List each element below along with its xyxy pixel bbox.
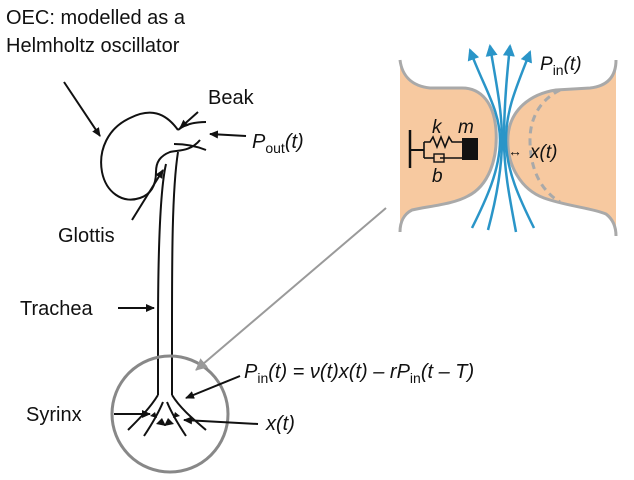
inset-xt-label: x(t) <box>529 142 557 163</box>
trachea-label: Trachea <box>20 298 94 320</box>
displacement-arrow-glyph: ↔ <box>508 143 522 159</box>
inset-pin-p: P <box>540 54 553 75</box>
labium-right-small <box>173 412 180 418</box>
eq-end: (t – T) <box>421 361 474 383</box>
k-label: k <box>432 117 443 138</box>
oec-title-line1: OEC: modelled as a <box>6 7 186 29</box>
spring-k <box>424 134 462 150</box>
flow-line-1 <box>467 48 502 229</box>
bronchus-left-inner <box>143 401 164 437</box>
pout-label: Pout(t) <box>252 131 304 156</box>
beak-outline <box>100 111 201 201</box>
b-label: b <box>432 166 443 187</box>
oec-pointer-arrow <box>63 81 101 137</box>
flow-line-2 <box>485 44 504 231</box>
inset-pin-t: (t) <box>564 54 582 75</box>
labium-right <box>164 418 174 426</box>
inset-pin-sub: in <box>553 62 564 78</box>
pin-equation: Pin(t) = ν(t)x(t) – rPin(t – T) <box>244 361 474 386</box>
xt-pointer-arrow <box>183 416 259 425</box>
pout-p: P <box>252 131 266 153</box>
inset-pin-label: Pin(t) <box>540 54 582 78</box>
trachea-left-wall <box>157 163 167 395</box>
eq-p: P <box>244 361 258 383</box>
eq-sub: in <box>257 370 268 386</box>
beak-pointer-arrow <box>179 111 199 129</box>
pin-pointer-arrow <box>185 375 241 399</box>
glottis-pointer-arrow <box>131 169 164 221</box>
wall-left <box>398 59 498 233</box>
mass-m <box>462 138 478 160</box>
beak-label: Beak <box>208 87 255 109</box>
eq-mid: (t) = ν(t)x(t) – rP <box>268 361 410 383</box>
inset-connector-arrow <box>195 207 387 371</box>
bronchus-right-inner <box>166 401 187 437</box>
bronchus-right <box>171 394 207 431</box>
flow-line-3 <box>502 44 518 233</box>
xt-label: x(t) <box>265 413 295 435</box>
pout-pointer-arrow <box>209 130 247 139</box>
m-label: m <box>458 117 474 138</box>
flow-line-4 <box>504 50 536 229</box>
pout-subscript: out <box>265 140 285 156</box>
inset-panel: k m b ↔ x(t) Pin(t) <box>398 44 618 237</box>
syrinx-circle <box>110 354 230 474</box>
syrinx-label: Syrinx <box>26 404 82 426</box>
labium-left <box>156 418 166 426</box>
bronchus-left <box>127 394 159 431</box>
trachea-right-wall <box>171 151 179 395</box>
glottis-label: Glottis <box>58 225 115 247</box>
wall-right <box>506 59 618 237</box>
eq-sub2: in <box>410 370 421 386</box>
pout-t: (t) <box>285 131 304 153</box>
wall-right-displaced <box>528 88 561 204</box>
labium-left-small <box>150 412 157 418</box>
beak-lower-tip <box>173 143 207 151</box>
oec-title-line2: Helmholtz oscillator <box>6 35 180 57</box>
tissue-left <box>400 60 497 232</box>
